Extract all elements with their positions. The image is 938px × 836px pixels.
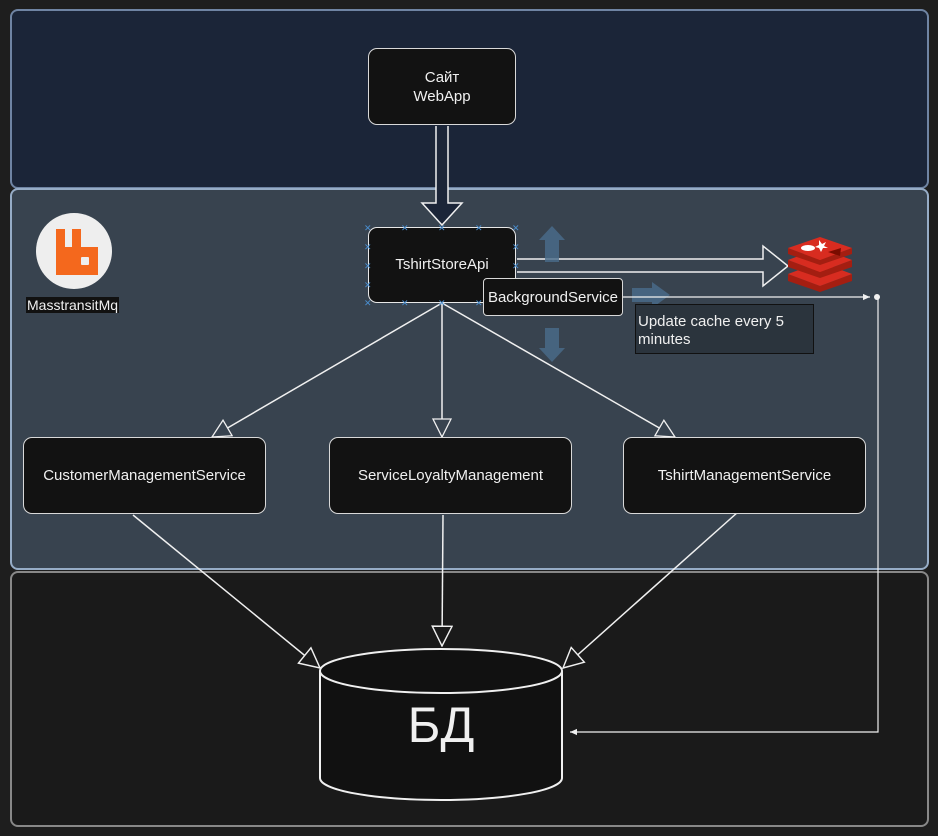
rabbitmq-dot-icon <box>81 257 89 265</box>
database-cylinder <box>319 648 563 801</box>
loyalty-to-db-edge <box>442 514 443 646</box>
cache-note: Update cache every 5 minutes <box>635 304 814 354</box>
customer-to-db-edge <box>132 514 320 668</box>
customer-service-node[interactable]: CustomerManagementService <box>23 437 266 514</box>
rabbitmq-label: MasstransitMq <box>26 297 120 313</box>
connector-junction <box>874 294 880 300</box>
webapp-node[interactable]: Сайт WebApp <box>368 48 516 125</box>
rabbitmq-shape-icon <box>56 229 98 275</box>
redis-icon <box>786 236 854 292</box>
database-label[interactable]: БД <box>407 697 475 753</box>
rabbitmq-icon <box>36 213 112 289</box>
customer-service-label: CustomerManagementService <box>43 467 246 484</box>
loyalty-service-label: ServiceLoyaltyManagement <box>357 467 544 484</box>
tshirt-to-db-edge <box>563 511 739 668</box>
api-to-tshirt-edge <box>441 302 675 437</box>
flow-hint-arrows <box>539 226 670 362</box>
webapp-label-line2: WebApp <box>413 87 471 105</box>
background-service-label: BackgroundService <box>487 288 619 306</box>
background-to-db-connector <box>570 293 879 736</box>
tshirt-service-node[interactable]: TshirtManagementService <box>623 437 866 514</box>
api-to-customer-edge <box>212 302 443 437</box>
tshirt-service-label: TshirtManagementService <box>657 467 832 484</box>
webapp-to-api-arrow <box>420 126 464 227</box>
webapp-label-line1: Сайт <box>424 68 460 86</box>
loyalty-service-node[interactable]: ServiceLoyaltyManagement <box>329 437 572 514</box>
api-label: TshirtStoreApi <box>395 255 489 273</box>
background-service-node[interactable]: BackgroundService <box>483 278 623 316</box>
